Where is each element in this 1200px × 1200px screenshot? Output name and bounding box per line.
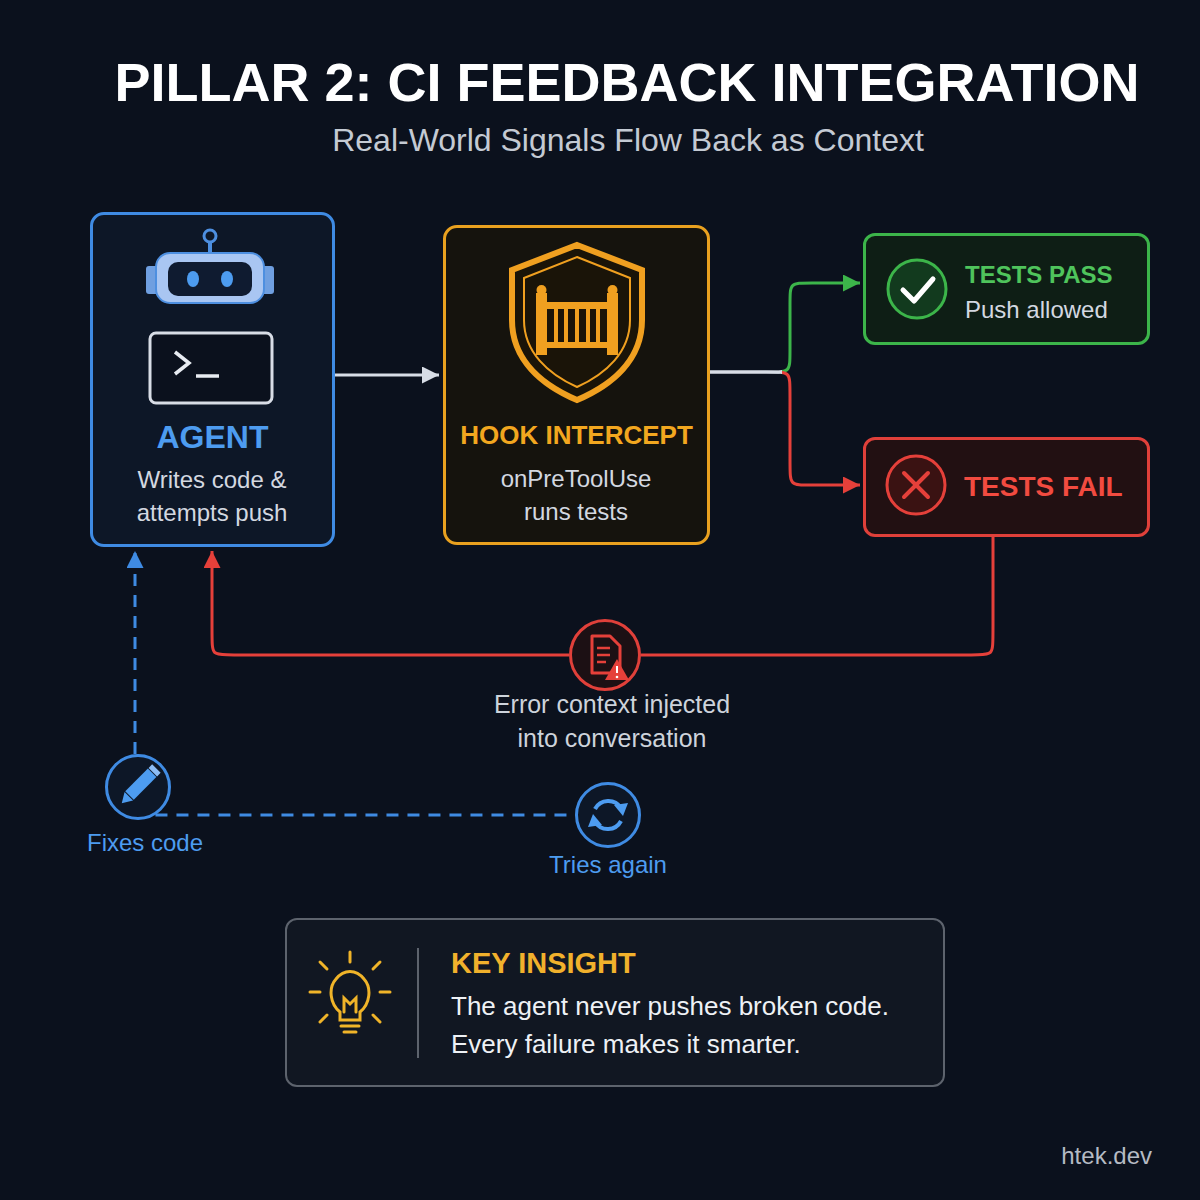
box-body: onPreToolUse runs tests	[481, 463, 671, 528]
retry-connector	[155, 814, 575, 817]
pass-box: TESTS PASS Push allowed	[863, 233, 1150, 345]
subtitle: Real-World Signals Flow Back as Context	[0, 120, 1200, 162]
flow-connector	[710, 372, 860, 485]
circle-outline	[577, 784, 640, 847]
diagram-title: PILLAR 2: CI FEEDBACK INTEGRATION	[0, 50, 1200, 115]
flow-connector	[335, 374, 439, 377]
flow-connector	[641, 537, 993, 655]
hook-box: HOOK INTERCEPT onPreToolUse runs tests	[443, 225, 710, 545]
circle-caption: Fixes code	[58, 827, 232, 860]
box-body: Push allowed	[965, 294, 1145, 327]
flow-connector	[212, 551, 569, 655]
agent-box: AGENT Writes code & attempts push	[90, 212, 335, 547]
box-heading: HOOK INTERCEPT	[443, 420, 710, 451]
box-body: Writes code & attempts push	[112, 464, 312, 529]
insight-box: KEY INSIGHT The agent never pushes broken…	[285, 918, 945, 1087]
retry-circle: Tries again	[575, 782, 641, 848]
box-heading: TESTS PASS	[965, 261, 1145, 290]
fail-box: TESTS FAIL	[863, 437, 1150, 537]
circle-outline	[105, 754, 171, 820]
error-circle: Error context injected into conversation	[569, 619, 641, 691]
box-heading: AGENT	[90, 418, 335, 456]
circle-outline	[107, 756, 170, 819]
fix-circle: Fixes code	[105, 754, 171, 820]
circle-outline	[575, 782, 641, 848]
circle-caption: Tries again	[521, 849, 695, 882]
flow-connector	[710, 283, 860, 372]
box-body: The agent never pushes broken code. Ever…	[451, 988, 931, 1064]
box-heading: TESTS FAIL	[964, 470, 1144, 504]
box-heading: KEY INSIGHT	[451, 946, 771, 981]
circle-outline	[569, 619, 641, 691]
circle-outline	[571, 621, 640, 690]
watermark: htek.dev	[980, 1140, 1152, 1171]
circle-caption: Error context injected into conversation	[477, 687, 747, 755]
retry-connector	[134, 551, 137, 754]
